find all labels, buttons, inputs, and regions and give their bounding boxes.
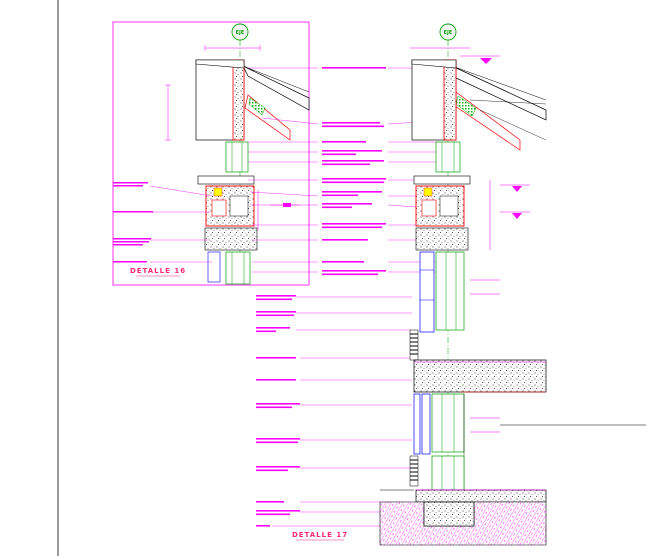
axis-label: EJE <box>236 30 245 36</box>
detail-17: EJE <box>292 23 646 546</box>
roof-slab <box>242 65 310 111</box>
axis-bubble <box>231 23 249 41</box>
axis-bubble <box>439 23 457 41</box>
brick-wall <box>431 393 465 453</box>
detail-16-title: DETALLE 16 <box>130 267 186 275</box>
detail-17-title: DETALLE 17 <box>292 531 348 539</box>
ground-slab <box>415 489 547 503</box>
annotation-notes <box>248 67 451 527</box>
detail-16: EJE <box>112 21 310 286</box>
brick-wall <box>435 251 465 331</box>
axis-label: EJE <box>444 30 453 36</box>
floor-slab <box>413 359 547 393</box>
wall-segment <box>225 141 249 173</box>
detail-16-frame <box>112 21 310 286</box>
window-frame <box>419 251 435 333</box>
